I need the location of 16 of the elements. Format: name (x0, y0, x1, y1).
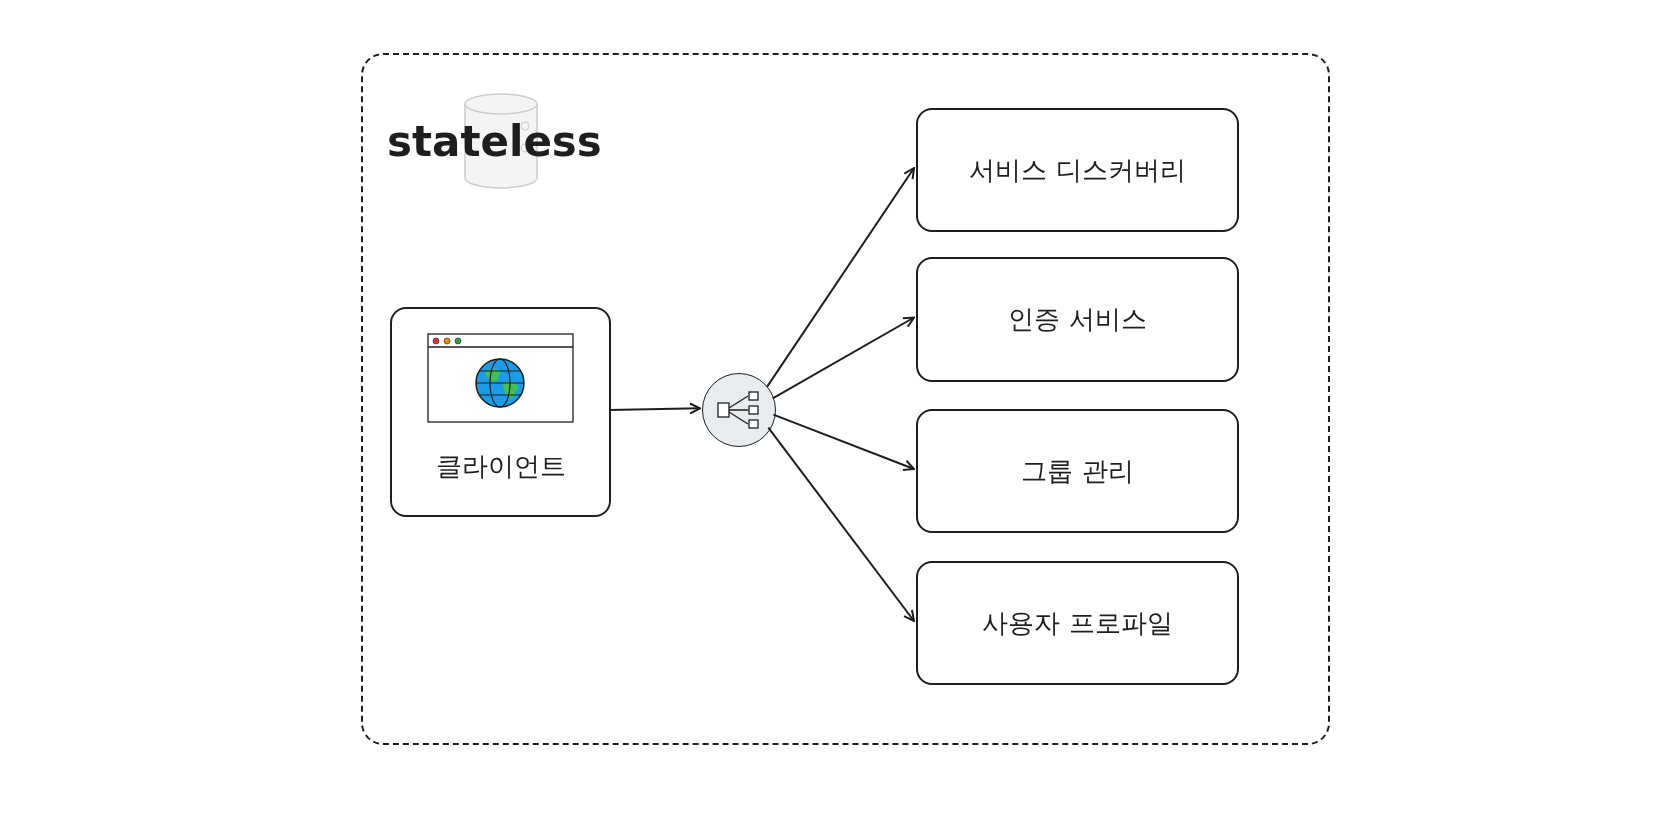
service-box (916, 409, 1239, 533)
node-label: 그룹 관리 (1021, 454, 1134, 488)
node-label: 클라이언트 (434, 450, 567, 483)
service-box (916, 257, 1239, 382)
arrow (772, 413, 915, 472)
client-box (390, 307, 611, 517)
arrow (767, 426, 915, 622)
service-box (916, 108, 1239, 232)
dashed-group-frame (361, 53, 1330, 745)
group-title: stateless (387, 117, 602, 166)
arrow (771, 316, 915, 400)
node-label: 인증 서비스 (1008, 303, 1147, 336)
service-box (916, 561, 1239, 685)
node-label: 서비스 디스커버리 (969, 153, 1186, 187)
arrow (766, 167, 915, 388)
node-label: 사용자 프로파일 (982, 606, 1173, 640)
